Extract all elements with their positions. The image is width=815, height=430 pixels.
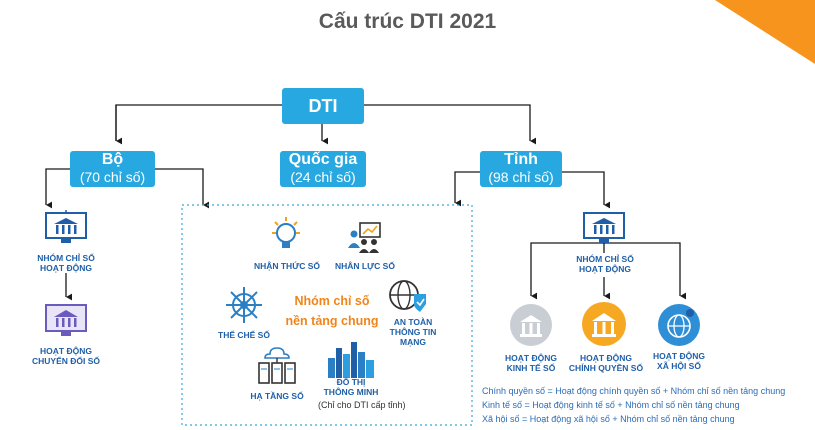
formula-economy: Kinh tế số = Hoạt động kinh tế số + Nhóm…: [482, 400, 740, 410]
branch-bo-count: (70 chỉ số): [79, 169, 146, 186]
tinh-item-digital-economy: HOẠT ĐỘNG KINH TẾ SỐ: [505, 353, 557, 373]
government-monitor-icon: [45, 210, 87, 243]
government-circle-icon: [582, 302, 626, 346]
branch-quocgia-box: Quốc gia (24 chỉ số): [280, 151, 366, 187]
server-cloud-icon: [258, 347, 296, 384]
branch-tinh-name: Tỉnh: [504, 151, 538, 168]
economy-circle-icon: [510, 304, 552, 346]
smart-city-skyline-icon: [328, 342, 374, 378]
center-heading: Nhóm chỉ số nền tảng chung: [285, 294, 379, 328]
branch-bo-box: Bộ (70 chỉ số): [70, 151, 155, 187]
center-item-digital-institutions: THỂ CHẾ SỐ: [218, 330, 270, 340]
page-title: Cấu trúc DTI 2021: [318, 10, 497, 33]
center-item-digital-infrastructure: HẠ TẦNG SỐ: [250, 391, 304, 401]
tinh-item-digital-government: HOẠT ĐỘNG CHÍNH QUYỀN SỐ: [568, 353, 644, 373]
center-item-smart-city: ĐÔ THỊ THÔNG MINH: [323, 377, 379, 397]
society-globe-circle-icon: [658, 304, 700, 346]
branch-tinh-count: (98 chỉ số): [488, 169, 554, 186]
formula-government: Chính quyền số = Hoạt động chính quyền s…: [482, 386, 786, 396]
government-monitor-icon: [583, 212, 625, 243]
branch-quocgia-name: Quốc gia: [288, 151, 358, 168]
dti-root-label: DTI: [308, 96, 338, 116]
corner-triangle-decoration: [715, 0, 815, 64]
center-item-digital-workforce: NHÂN LỰC SỐ: [335, 261, 395, 271]
bo-item-digital-transformation: HOẠT ĐỘNG CHUYỂN ĐỔI SỐ: [31, 346, 100, 366]
smart-city-note: (Chỉ cho DTI cấp tỉnh): [318, 400, 406, 410]
center-item-digital-awareness: NHẬN THỨC SỐ: [253, 261, 321, 271]
bo-item-activity-group: NHÓM CHỈ SỐ HOẠT ĐỘNG: [37, 253, 95, 273]
digital-government-monitor-icon: [45, 304, 87, 336]
formula-society: Xã hội số = Hoạt động xã hội số + Nhóm c…: [482, 414, 735, 424]
dti-root-box: DTI: [282, 88, 364, 124]
tinh-activity-group: NHÓM CHỈ SỐ HOẠT ĐỘNG: [576, 254, 634, 274]
people-presentation-icon: [348, 222, 381, 253]
tinh-item-digital-society: HOẠT ĐỘNG XÃ HỘI SỐ: [653, 351, 705, 371]
branch-quocgia-count: (24 chỉ số): [290, 169, 356, 186]
lightbulb-icon: [272, 217, 300, 248]
ship-wheel-icon: [226, 287, 262, 323]
branch-tinh-box: Tỉnh (98 chỉ số): [480, 151, 562, 187]
center-item-cyber-security: AN TOÀN THÔNG TIN MẠNG: [389, 317, 437, 347]
branch-bo-name: Bộ: [101, 151, 124, 168]
globe-shield-icon: [389, 280, 426, 312]
